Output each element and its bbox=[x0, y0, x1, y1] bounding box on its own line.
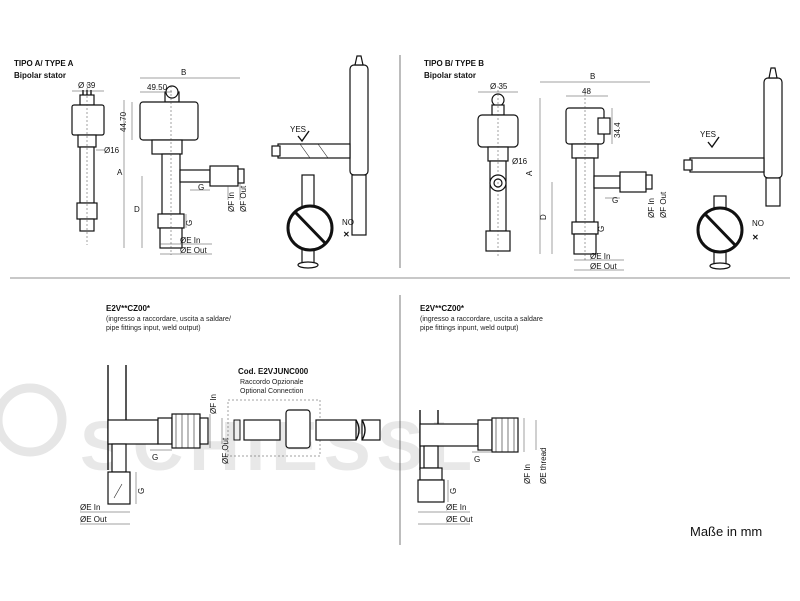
type-b-dim-48: 48 bbox=[582, 87, 591, 96]
type-b-section: TIPO B/ TYPE B Bipolar stator Ø 35 Ø16 bbox=[424, 59, 783, 271]
bl-dim-f-out: ØF Out bbox=[221, 437, 230, 464]
bl-dim-e-in: ØE In bbox=[80, 503, 100, 512]
type-a-dim-e-in: ØE In bbox=[180, 236, 200, 245]
type-a-cross-icon: ✕ bbox=[343, 230, 350, 239]
type-a-dim-f-in: ØF In bbox=[227, 192, 236, 212]
type-a-dim-f-out: ØF Out bbox=[239, 185, 248, 212]
br-dim-e-in: ØE In bbox=[446, 503, 466, 512]
bl-code: E2V**CZ00* bbox=[106, 304, 151, 313]
type-a-dim-a: A bbox=[117, 168, 123, 177]
type-a-no-label: NO bbox=[342, 218, 354, 227]
type-b-side-view: Ø 35 Ø16 bbox=[477, 82, 528, 258]
type-a-dim-g1: G bbox=[198, 183, 204, 192]
type-b-dim-d: D bbox=[539, 214, 548, 220]
type-a-dim-d39: Ø 39 bbox=[78, 81, 96, 90]
type-a-install-guide: YES NO ✕ bbox=[271, 55, 369, 269]
type-a-dim-g2: G bbox=[185, 220, 194, 226]
type-a-check-icon bbox=[297, 130, 310, 143]
bl-junc-en: Optional Connection bbox=[240, 388, 304, 395]
type-a-side-view: Ø 39 Ø16 bbox=[71, 81, 120, 245]
bl-dim-g1: G bbox=[152, 453, 158, 462]
type-b-dim-e-in: ØE In bbox=[590, 252, 610, 261]
br-dim-f-in: ØF In bbox=[523, 464, 532, 484]
bl-dim-e-out: ØE Out bbox=[80, 515, 107, 524]
br-desc1: (ingresso a raccordare, uscita a saldare bbox=[420, 316, 543, 323]
bl-junc-it: Raccordo Opzionale bbox=[240, 379, 304, 386]
type-a-dim-4470: 44.70 bbox=[119, 111, 128, 132]
type-a-dim-d: D bbox=[134, 205, 140, 214]
type-b-subtitle: Bipolar stator bbox=[424, 71, 476, 80]
type-a-dim-d16: Ø16 bbox=[104, 146, 120, 155]
type-a-section: TIPO A/ TYPE A Bipolar stator Ø 39 Ø16 bbox=[14, 55, 369, 269]
units-note: Maße in mm bbox=[690, 524, 762, 539]
type-b-dim-d35: Ø 35 bbox=[490, 82, 508, 91]
bl-optional-connection: Cod. E2VJUNC000 Raccordo Opzionale Optio… bbox=[227, 367, 381, 457]
br-dim-g1: G bbox=[474, 455, 480, 464]
br-dim-g2: G bbox=[449, 488, 458, 494]
type-b-no-label: NO bbox=[752, 219, 764, 228]
bl-dim-f-in: ØF In bbox=[209, 394, 218, 414]
br-desc2: pipe fittings inpunt, weld output) bbox=[420, 325, 518, 332]
type-b-dim-f-out: ØF Out bbox=[659, 191, 668, 218]
watermark-text: SCHIESSL bbox=[80, 407, 478, 485]
type-a-dim-4950: 49.50 bbox=[147, 83, 168, 92]
bl-valve: G ØF In ØF Out G ØE In ØE Out bbox=[80, 365, 230, 525]
br-dim-e-out: ØE Out bbox=[446, 515, 473, 524]
type-a-yes-label: YES bbox=[290, 125, 306, 134]
type-a-front-view: B 49.50 44.70 A D G ØF In ØF Out G ØE In… bbox=[117, 68, 248, 255]
type-a-subtitle: Bipolar stator bbox=[14, 71, 66, 80]
type-a-dim-b: B bbox=[181, 68, 186, 77]
bottom-right-section: E2V**CZ00* (ingresso a raccordare, uscit… bbox=[417, 304, 762, 539]
bl-desc2: pipe fittings input, weld output) bbox=[106, 325, 201, 332]
bl-desc1: (ingresso a raccordare, uscita a saldare… bbox=[106, 316, 231, 323]
type-b-dim-b: B bbox=[590, 72, 595, 81]
watermark-logo-icon bbox=[0, 383, 67, 457]
type-b-cross-icon: ✕ bbox=[752, 233, 759, 242]
type-b-title: TIPO B/ TYPE B bbox=[424, 59, 484, 68]
type-a-title: TIPO A/ TYPE A bbox=[14, 59, 74, 68]
br-valve: G ØF In ØE thread G ØE In ØE Out bbox=[417, 410, 548, 525]
type-b-yes-label: YES bbox=[700, 130, 716, 139]
bottom-left-section: E2V**CZ00* (ingresso a raccordare, uscit… bbox=[80, 304, 381, 525]
type-b-dim-344: 34.4 bbox=[613, 122, 622, 138]
type-b-front-view: B 48 34.4 A D G ØF In ØF Out G ØE In ØE … bbox=[525, 72, 668, 271]
type-b-dim-g1: G bbox=[612, 196, 618, 205]
type-b-dim-g2: G bbox=[597, 226, 606, 232]
bl-dim-g2: G bbox=[137, 488, 146, 494]
type-b-check-icon bbox=[707, 136, 720, 149]
bl-junc-code: Cod. E2VJUNC000 bbox=[238, 367, 309, 376]
type-b-dim-a: A bbox=[525, 170, 534, 176]
br-code: E2V**CZ00* bbox=[420, 304, 465, 313]
type-b-dim-d16: Ø16 bbox=[512, 157, 528, 166]
type-b-dim-f-in: ØF In bbox=[647, 198, 656, 218]
type-a-dim-e-out: ØE Out bbox=[180, 246, 207, 255]
br-dim-e-thread: ØE thread bbox=[539, 448, 548, 484]
type-b-dim-e-out: ØE Out bbox=[590, 262, 617, 271]
type-b-install-guide: YES NO ✕ bbox=[683, 67, 783, 270]
